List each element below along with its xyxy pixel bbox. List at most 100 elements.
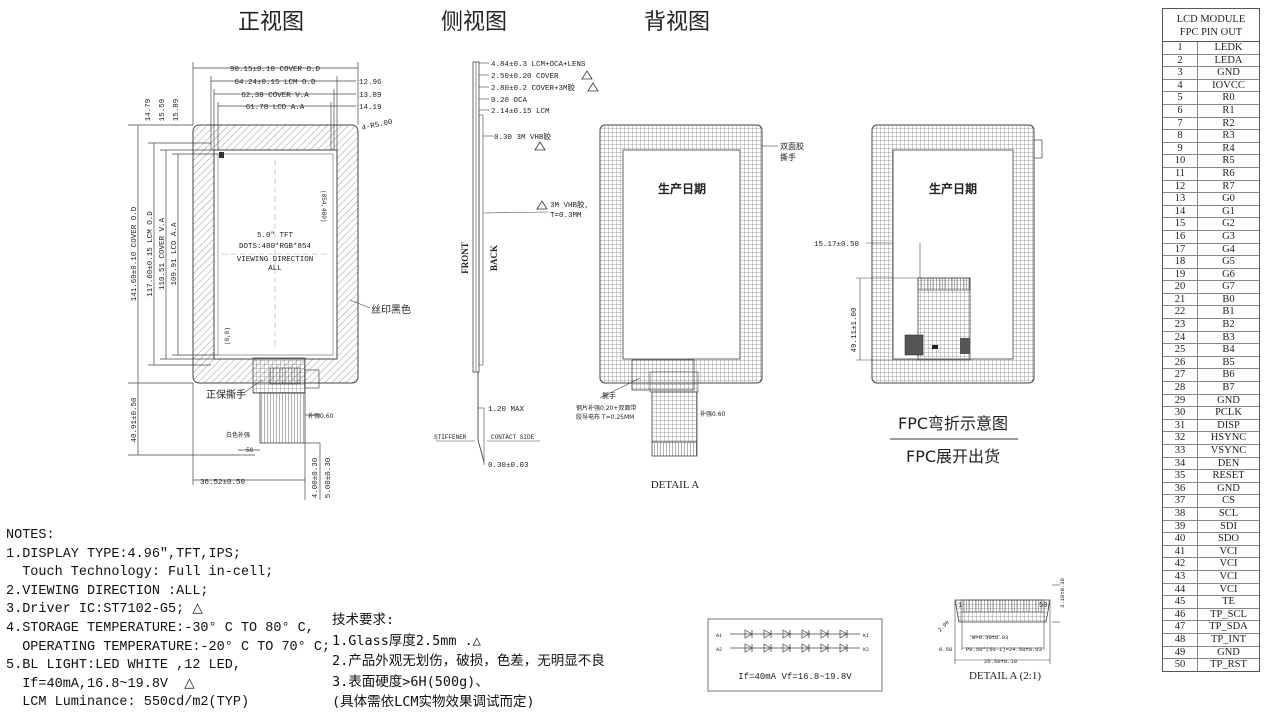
front-view: 5.0" TFT DOTS:480*RGB*854 VIEWING DIRECT… xyxy=(128,62,411,500)
pin-signal: R2 xyxy=(1222,117,1235,129)
pin-signal: TP_SDA xyxy=(1209,621,1248,633)
led-label-k1: K1 xyxy=(863,633,869,639)
pin-signal: R6 xyxy=(1222,167,1235,179)
detail-pin-last: 50 xyxy=(1039,602,1047,610)
led-label-k2: K2 xyxy=(863,647,869,653)
pin-signal: VCI xyxy=(1219,558,1238,570)
detail-dim-pitch: P0.50*(50-1)=24.50±0.03 xyxy=(966,646,1042,653)
side-vhb-2b: T=0.3MM xyxy=(550,212,582,220)
led-circuit: A1 K1 A2 K2 If=40mA Vf=16.8~19.8V xyxy=(707,618,883,692)
pin-number: 21 xyxy=(1163,293,1198,306)
pin-table-title-2: FPC PIN OUT xyxy=(1179,27,1243,38)
pin-signal: R3 xyxy=(1222,130,1235,142)
fpc-unfold-label: FPC展开出货 xyxy=(906,447,1000,466)
pin-number: 29 xyxy=(1163,394,1198,407)
pin-signal: GND xyxy=(1217,646,1240,658)
label-tear-tab: 正保撕手 xyxy=(206,388,246,401)
back-view-title: 背视图 xyxy=(644,10,710,35)
side-bottom-dim: 0.30±0.03 xyxy=(488,462,529,470)
pin-number: 23 xyxy=(1163,319,1198,331)
pin-signal: G6 xyxy=(1222,268,1235,280)
pin-number: 35 xyxy=(1163,470,1198,482)
center-line-1: 5.0" TFT xyxy=(257,232,294,240)
pin-number: 32 xyxy=(1163,432,1198,444)
fpc-bend-label: FPC弯折示意图 xyxy=(898,414,1008,433)
pin-number: 28 xyxy=(1163,382,1198,394)
pin-signal: LEDK xyxy=(1214,42,1243,53)
side-dim-3: 2.80±0.2 COVER+3M胶 xyxy=(491,82,576,93)
dim-lcm-od: 64.24±0.15 LCM O.D xyxy=(234,79,316,87)
pin-number: 45 xyxy=(1163,596,1198,608)
pin-signal: DEN xyxy=(1217,457,1240,469)
pin-number: 42 xyxy=(1163,558,1198,570)
back-stiff: 补强0.60 xyxy=(700,410,726,418)
pin-signal: B7 xyxy=(1222,382,1235,394)
pin-signal: GND xyxy=(1217,67,1240,79)
label-silk-black: 丝印黑色 xyxy=(371,303,411,316)
back-note-2: 胶导电布 T=0.25MM xyxy=(576,413,634,421)
pin-number: 39 xyxy=(1163,520,1198,533)
led-diode-symbol xyxy=(801,643,810,653)
led-diode-symbol xyxy=(763,643,772,653)
dim-left-top-2: 15.59 xyxy=(159,99,167,122)
pin-row: 28 B7 xyxy=(1163,382,1259,395)
pin-signal: R5 xyxy=(1222,155,1235,167)
pin-signal: LEDA xyxy=(1214,54,1243,66)
led-params: If=40mA Vf=16.8~19.8V xyxy=(738,672,852,682)
dim-cover-va: 62.38 COVER V.A xyxy=(241,92,309,100)
pin-signal: R0 xyxy=(1222,92,1235,104)
pin-number: 7 xyxy=(1163,117,1198,130)
back-tear-label: 撕手 xyxy=(780,152,796,162)
label-stiffener-060: 补强0.60 xyxy=(308,412,334,420)
pin-signal: B1 xyxy=(1222,306,1235,318)
pin-number: 12 xyxy=(1163,180,1198,193)
pin-number: 13 xyxy=(1163,193,1198,205)
pin-number: 2 xyxy=(1163,54,1198,67)
pin-signal: HSYNC xyxy=(1210,432,1247,444)
pin-number: 4 xyxy=(1163,79,1198,92)
pin-number: 6 xyxy=(1163,104,1198,117)
dim-right-2: 13.89 xyxy=(359,92,382,100)
pin-number: 46 xyxy=(1163,608,1198,621)
lcd-active-area xyxy=(213,149,338,360)
center-line-4: ALL xyxy=(268,265,282,273)
pin-number: 47 xyxy=(1163,621,1198,633)
dim-right-1: 12.96 xyxy=(359,79,382,87)
pin-number: 40 xyxy=(1163,533,1198,545)
side-stiffener: STIFFENER xyxy=(434,434,467,441)
pin-number: 22 xyxy=(1163,306,1198,319)
notes-block: NOTES:1.DISPLAY TYPE:4.96",TFT,IPS; Touc… xyxy=(6,527,330,713)
dim-right-3: 14.19 xyxy=(359,104,382,112)
pin-number: 8 xyxy=(1163,130,1198,142)
pin-number: 37 xyxy=(1163,495,1198,507)
side-max: 1.20 MAX xyxy=(488,406,525,414)
pin-number: 50 xyxy=(1163,659,1198,671)
detail-left-dim-2: 0.50 xyxy=(939,646,952,653)
pin-number: 19 xyxy=(1163,268,1198,281)
pin-signal: CS xyxy=(1222,495,1235,507)
pin-number: 36 xyxy=(1163,482,1198,495)
side-dim-5: 2.14±0.15 LCM xyxy=(491,108,550,116)
label-white-stiffener: 白色补强 xyxy=(226,431,250,439)
detail-pin-first: 1 xyxy=(958,602,962,610)
pin-signal: G5 xyxy=(1222,256,1235,268)
